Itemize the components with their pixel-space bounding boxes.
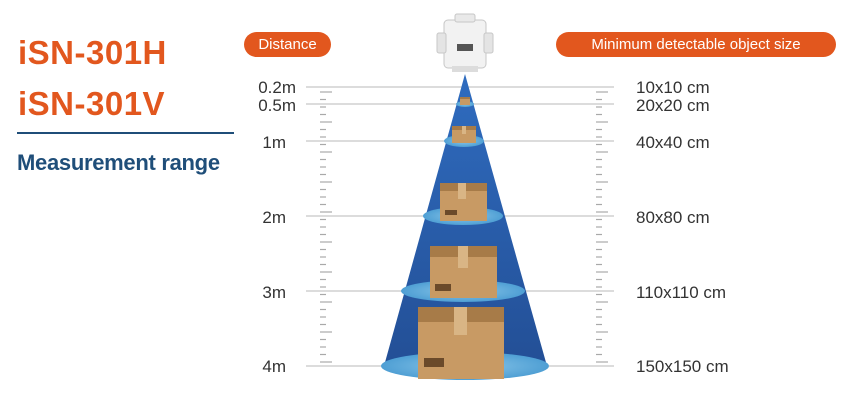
ruler-left — [320, 91, 332, 363]
model-name-h: iSN-301H — [18, 34, 167, 71]
distance-value: 0.5m — [258, 96, 296, 115]
distance-value: 0.2m — [258, 78, 296, 97]
model-name-v: iSN-301V — [18, 85, 166, 122]
object-size-value: 80x80 cm — [636, 208, 710, 227]
object-size-value: 10x10 cm — [636, 78, 710, 97]
cardboard-box-icon — [418, 307, 504, 379]
ruler-right — [596, 91, 608, 363]
object-size-value: 110x110 cm — [636, 283, 727, 302]
detection-levels — [381, 97, 549, 380]
page-subtitle: Measurement range — [17, 150, 220, 175]
cardboard-box-icon — [460, 97, 470, 105]
distance-value: 2m — [262, 208, 286, 227]
title-divider — [17, 132, 234, 134]
distance-value: 4m — [262, 357, 286, 376]
object-size-value: 40x40 cm — [636, 133, 710, 152]
distance-value: 3m — [262, 283, 286, 302]
distance-value: 1m — [262, 133, 286, 152]
object-size-label: Minimum detectable object size — [556, 32, 836, 57]
cardboard-box-icon — [452, 126, 476, 143]
cardboard-box-icon — [430, 246, 497, 298]
cardboard-box-icon — [440, 183, 487, 221]
sensor-device-icon — [436, 13, 494, 72]
object-size-value: 150x150 cm — [636, 357, 729, 376]
distance-label: Distance — [244, 32, 331, 57]
object-size-value: 20x20 cm — [636, 96, 710, 115]
